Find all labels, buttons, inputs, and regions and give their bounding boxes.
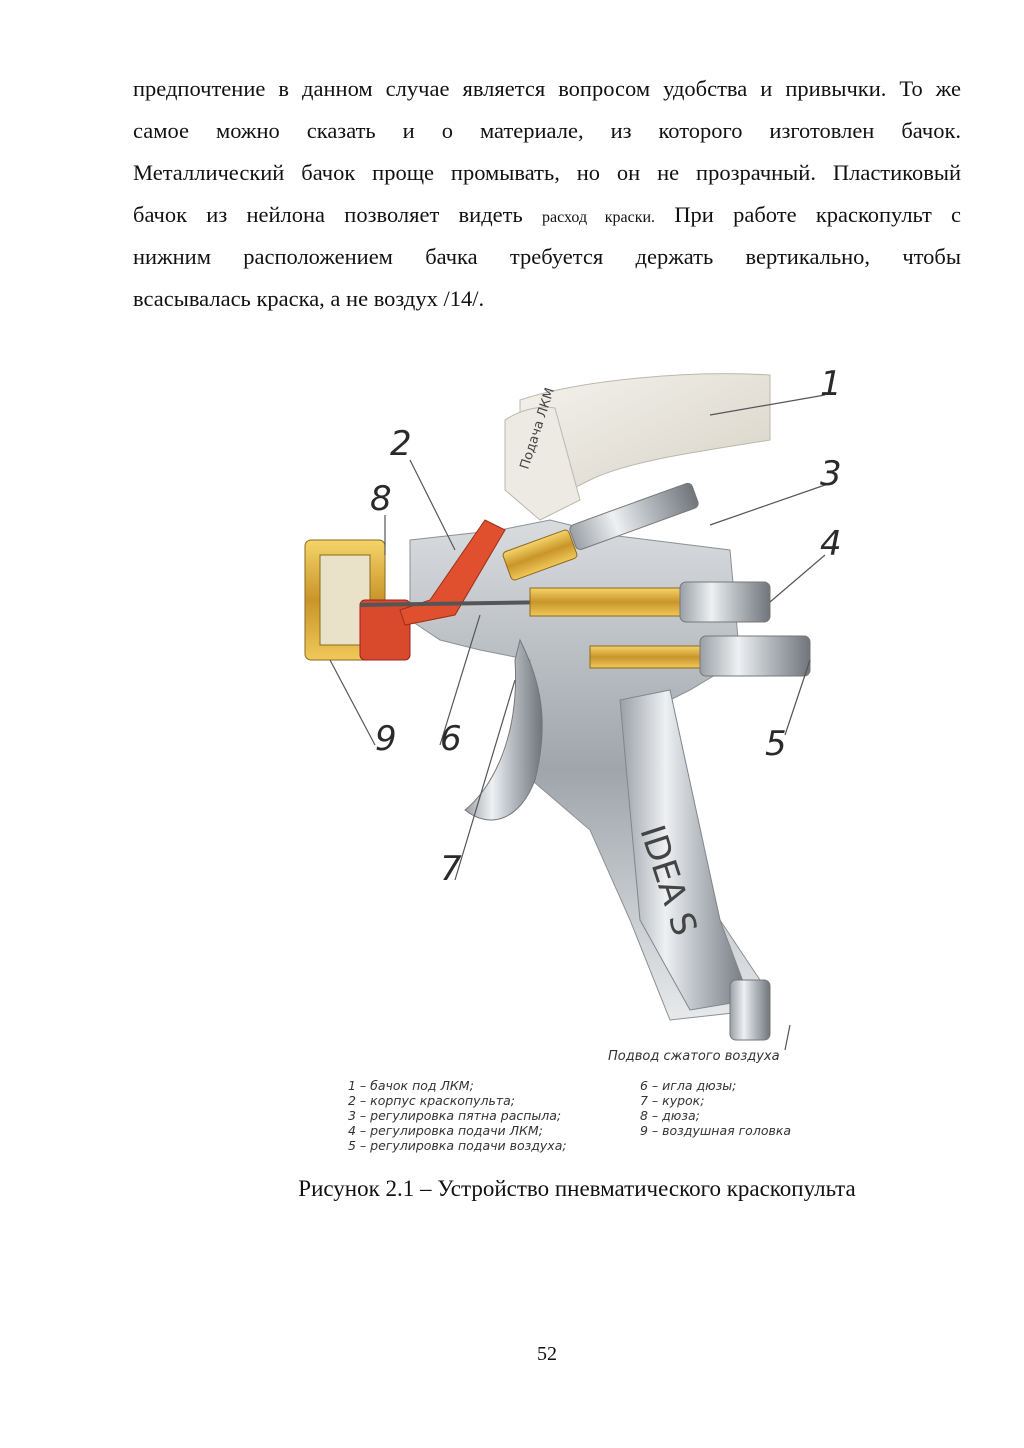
body-paragraph: предпочтение в данном случае является во… [133,68,961,320]
fluid-adjuster [529,581,771,623]
air-feed-label: Подвод сжатого воздуха [608,1049,780,1064]
legend-item: 5 – регулировка подачи воздуха; [348,1138,567,1153]
callout-6: 6 [440,719,462,759]
paragraph-line: Металлический бачок проще промывать, но … [133,160,961,185]
paragraph-fragment: При работе краскопульт с [674,202,962,227]
callout-8: 8 [370,479,392,519]
page-number: 52 [537,1343,557,1365]
paragraph-fragment: бачок из нейлона позволяет видеть [133,202,523,227]
paragraph-line: нижним расположением бачка требуется дер… [133,244,961,269]
legend-item: 1 – бачок под ЛКМ; [348,1078,474,1093]
legend-item: 7 – курок; [640,1093,704,1108]
figure-caption: Рисунок 2.1 – Устройство пневматического… [298,1176,856,1201]
paragraph-line: предпочтение в данном случае является во… [133,76,961,101]
leader-lines [329,394,826,1051]
legend-item: 9 – воздушная головка [640,1123,791,1138]
gun-body: IDEA S [409,519,771,1041]
paint-channel [399,519,506,626]
legend-item: 2 – корпус краскопульта; [348,1093,515,1108]
trigger [464,638,543,821]
callout-3: 3 [820,454,842,494]
callout-2: 2 [390,424,412,464]
spray-gun-figure: Подача ЛКМ IDEA S [304,364,842,1153]
paragraph-line-mixed: бачок из нейлона позволяет видеть расход… [133,194,961,236]
pattern-adjuster [502,482,699,581]
legend-item: 8 – дюза; [640,1108,700,1123]
legend-item: 6 – игла дюзы; [640,1078,736,1093]
paragraph-line: всасывалась краска, а не воздух /14/. [133,286,485,311]
paint-cup: Подача ЛКМ [504,373,771,521]
callout-7: 7 [440,849,462,889]
legend-item: 3 – регулировка пятна распыла; [348,1108,561,1123]
figure-legend: 1 – бачок под ЛКМ; 2 – корпус краскопуль… [348,1078,791,1153]
legend-item: 4 – регулировка подачи ЛКМ; [348,1123,543,1138]
callout-1: 1 [820,364,842,404]
paragraph-fragment-small: расход краски. [542,209,656,226]
callout-4: 4 [820,524,842,564]
air-adjuster [589,635,811,677]
paragraph-line: самое можно сказать и о материале, из ко… [133,118,961,143]
air-head [304,539,411,661]
callout-9: 9 [375,719,397,759]
callout-5: 5 [765,724,787,764]
